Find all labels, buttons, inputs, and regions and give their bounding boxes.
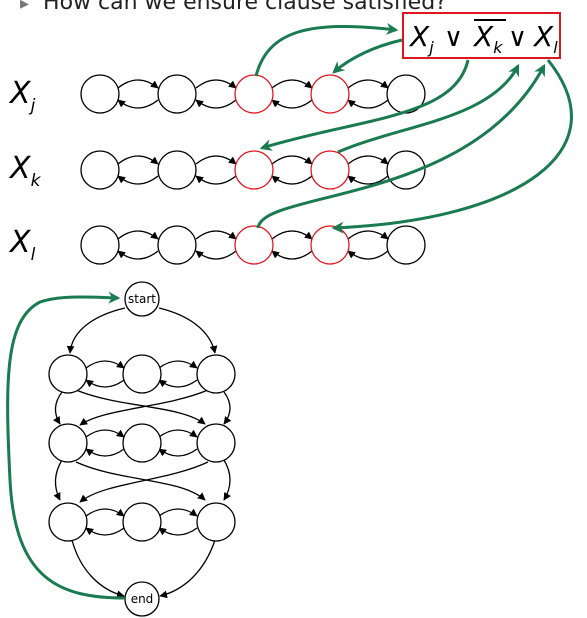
clause-links [254, 22, 573, 234]
node-j-3 [234, 74, 274, 114]
clause-sub-j: j [427, 38, 434, 57]
node-j-4 [310, 74, 350, 114]
clause-var-j: X [408, 20, 430, 53]
node-l-2 [157, 225, 197, 265]
grid-node-3-2 [122, 502, 162, 542]
row-label-j: Xj [8, 76, 36, 116]
clause-sub-l: l [553, 38, 558, 57]
variable-chain-nodes [80, 74, 426, 265]
start-node [124, 281, 160, 317]
row-label-k: Xk [8, 151, 42, 191]
end-label: end [131, 592, 154, 606]
grid-node-2-1 [48, 423, 88, 463]
header-question-text: How can we ensure clause satisfied? [43, 0, 447, 15]
clause-expression: Xj ∨ Xk ∨ Xl [408, 19, 558, 57]
bullet-icon: ▸ [20, 0, 30, 14]
node-l-5 [386, 225, 426, 265]
grid-node-1-1 [48, 354, 88, 394]
row-label-l: Xl [8, 225, 36, 265]
clause-or-2: ∨ [508, 23, 527, 53]
end-to-start-link [6, 291, 126, 600]
link-k-in [259, 59, 470, 151]
svg-text:Xk: Xk [472, 20, 503, 57]
link-l-in [331, 59, 573, 234]
clause-box [402, 12, 561, 59]
clause-var-k: X [472, 20, 494, 53]
grid-node-2-3 [196, 423, 236, 463]
link-j-in [332, 38, 403, 74]
node-k-4 [310, 150, 350, 190]
node-l-4 [310, 225, 350, 265]
svg-text:Xl: Xl [532, 20, 558, 57]
node-k-2 [157, 150, 197, 190]
grid-node-1-3 [196, 354, 236, 394]
node-j-2 [157, 74, 197, 114]
variable-chain-edges [117, 79, 389, 260]
node-l-1 [80, 225, 120, 265]
grid-node-3-3 [196, 502, 236, 542]
path-graph-nodes [48, 281, 236, 617]
path-graph-edges [52, 307, 232, 599]
node-k-1 [80, 150, 120, 190]
clause-or-1: ∨ [444, 23, 463, 53]
start-label: start [128, 292, 156, 306]
header-question: ▸ How can we ensure clause satisfied? [20, 0, 447, 15]
grid-node-1-2 [122, 354, 162, 394]
link-l-out [256, 63, 546, 229]
clause-var-l: X [532, 20, 554, 53]
clause-sub-k: k [493, 38, 503, 57]
grid-node-2-2 [122, 423, 162, 463]
node-l-3 [234, 225, 274, 265]
grid-node-3-1 [48, 502, 88, 542]
node-k-3 [234, 150, 274, 190]
node-j-1 [80, 74, 120, 114]
link-j-out [254, 22, 399, 77]
link-k-out [337, 63, 520, 154]
svg-text:Xj: Xj [408, 20, 434, 57]
